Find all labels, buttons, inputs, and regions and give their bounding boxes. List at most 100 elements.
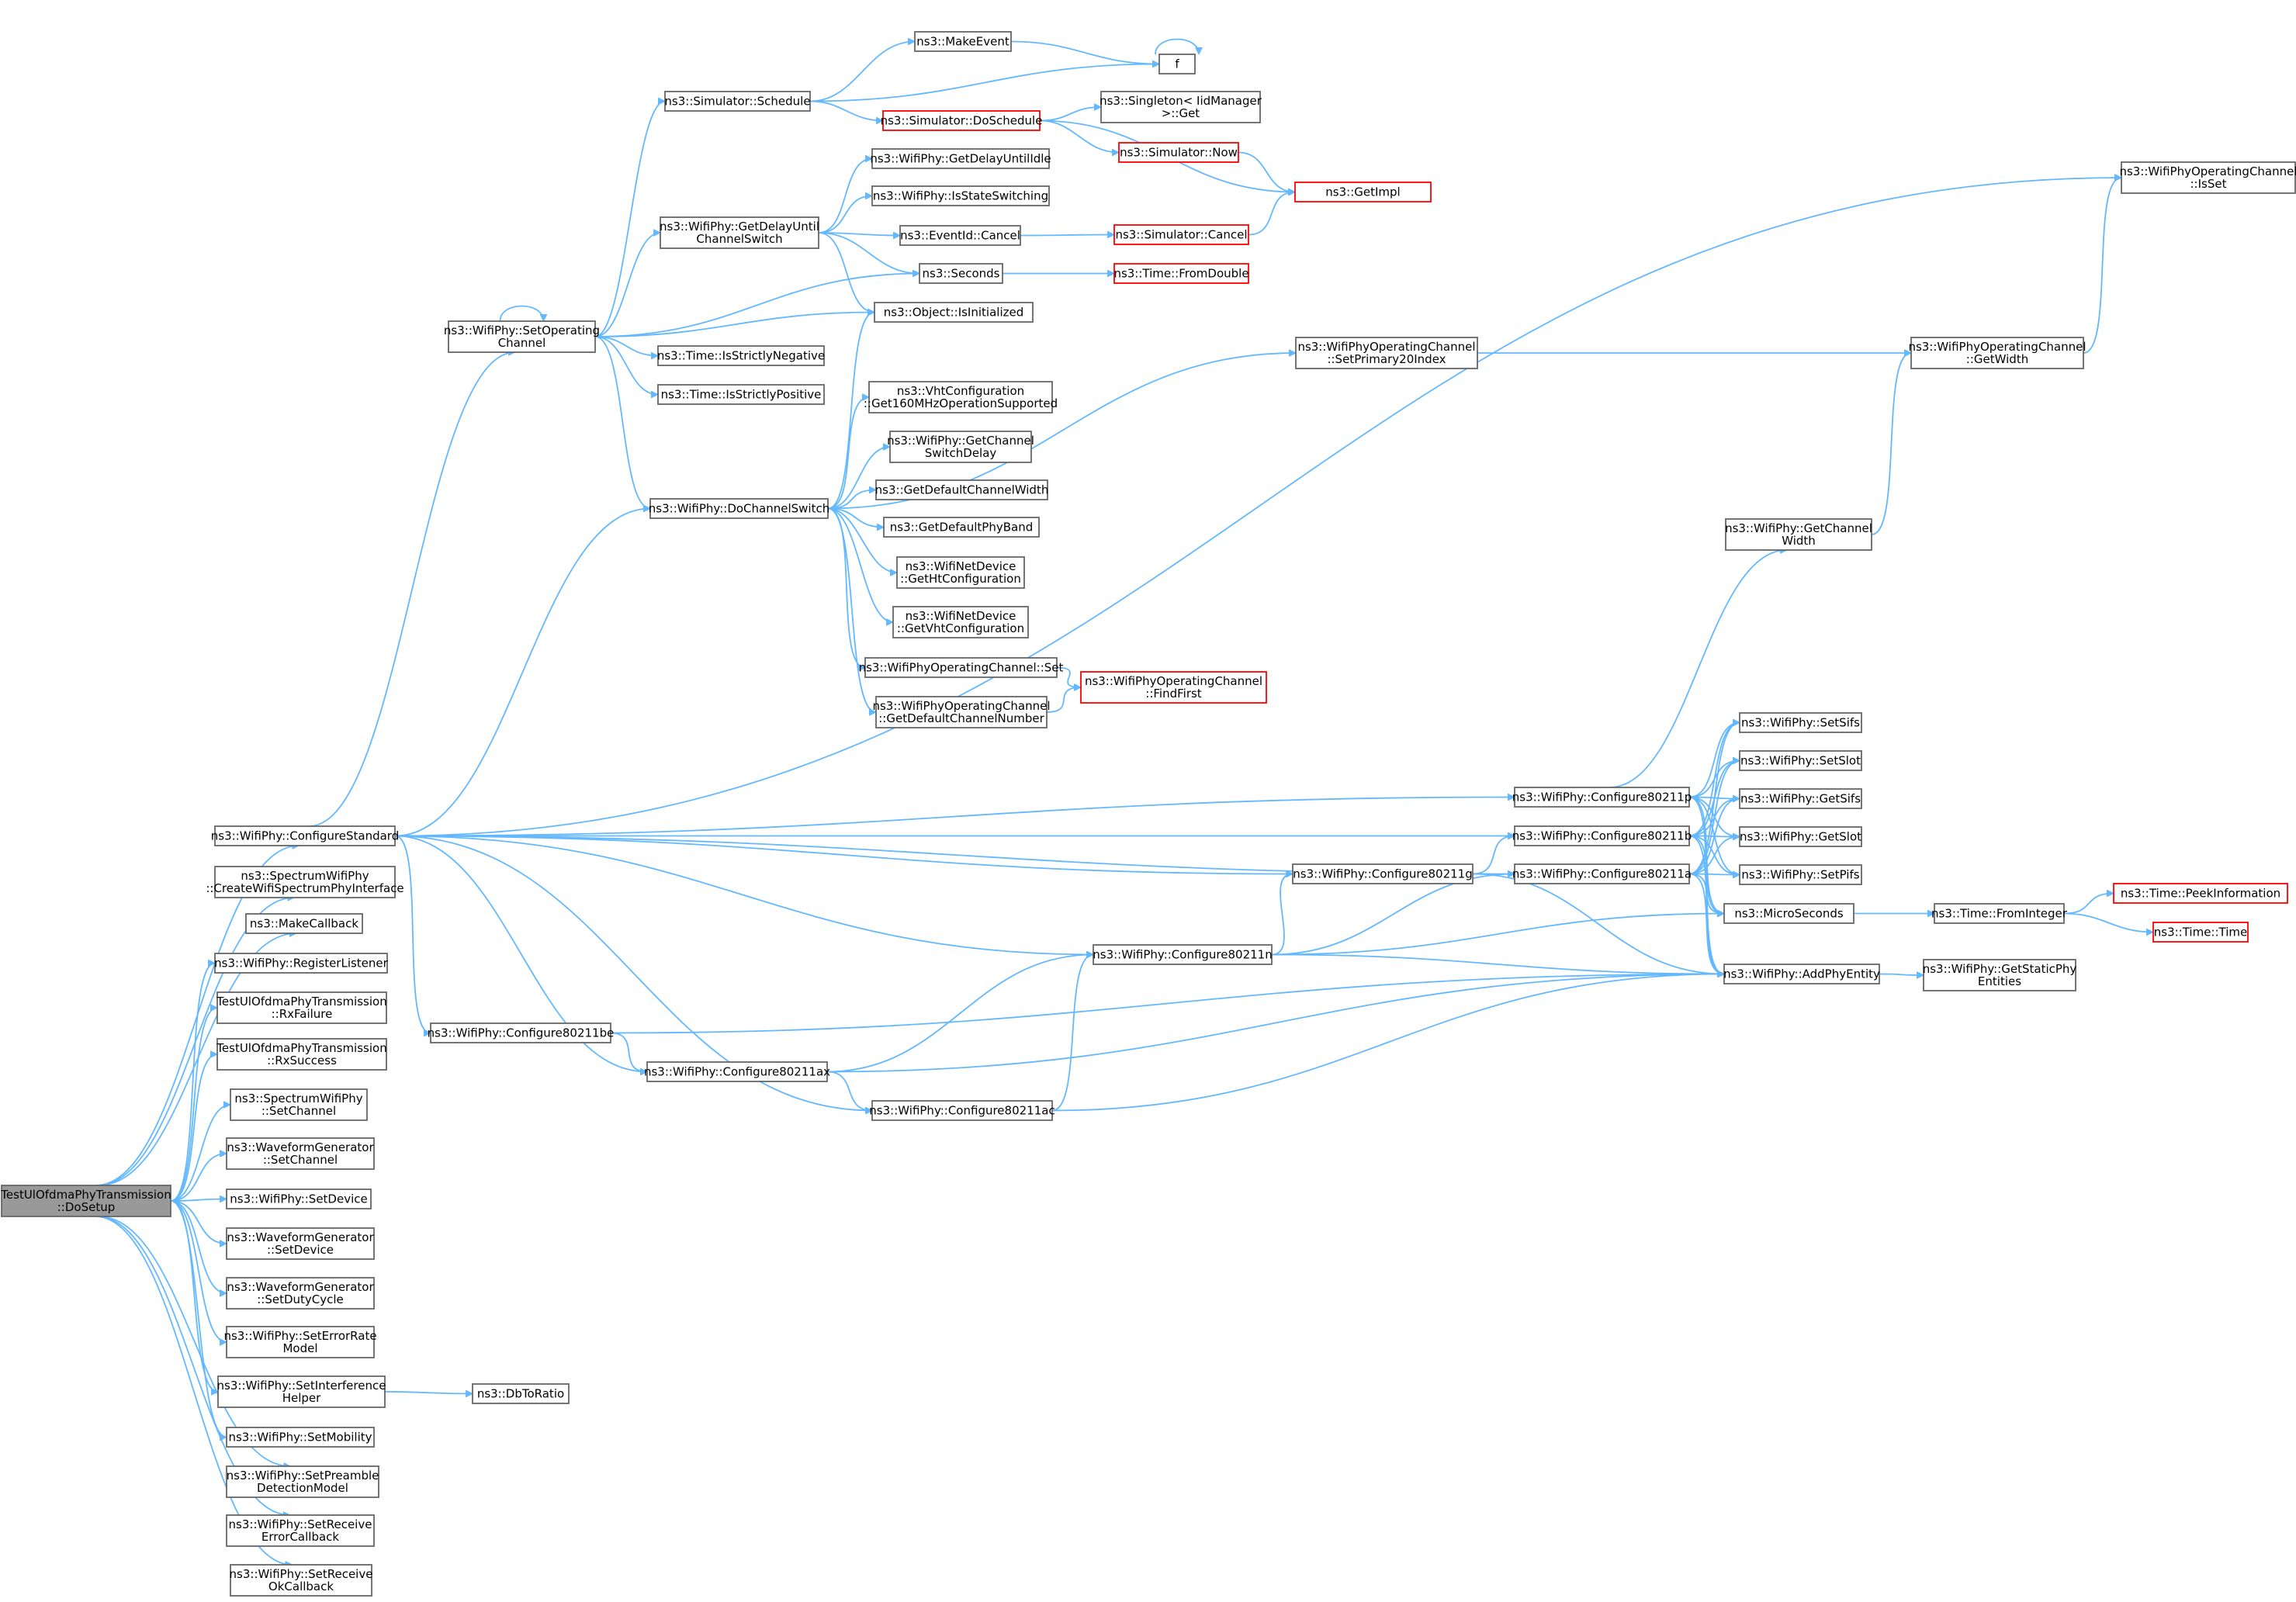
node-isstrictlypositive[interactable]: ns3::Time::IsStrictlyPositive	[657, 384, 825, 405]
edge-dosetup-to-spectrumsetchannel	[170, 1105, 231, 1202]
edge-getdelayuntilchannelswitch-to-isinitialized	[818, 232, 875, 313]
node-simnow[interactable]: ns3::Simulator::Now	[1118, 142, 1239, 163]
node-getdefaultchannelwidth[interactable]: ns3::GetDefaultChannelWidth	[875, 479, 1049, 500]
node-label-line: ChannelSwitch	[696, 232, 782, 246]
node-makeevent[interactable]: ns3::MakeEvent	[914, 31, 1012, 52]
node-dochannelswitch[interactable]: ns3::WifiPhy::DoChannelSwitch	[649, 498, 829, 519]
node-box	[1934, 903, 2065, 924]
node-label-line: ns3::WifiPhy::Configure80211p	[1512, 791, 1692, 804]
node-setslot[interactable]: ns3::WifiPhy::SetSlot	[1739, 750, 1862, 771]
node-box	[657, 384, 825, 405]
node-schedule[interactable]: ns3::Simulator::Schedule	[664, 91, 811, 112]
node-frominteger[interactable]: ns3::Time::FromInteger	[1931, 903, 2068, 924]
node-fromdouble[interactable]: ns3::Time::FromDouble	[1113, 263, 1249, 284]
node-isstrictlynegative[interactable]: ns3::Time::IsStrictlyNegative	[657, 345, 825, 366]
node-eventidcancel[interactable]: ns3::EventId::Cancel	[899, 225, 1021, 246]
node-opisset[interactable]: ns3::WifiPhyOperatingChannel::IsSet	[2119, 161, 2296, 194]
node-gethtconfiguration[interactable]: ns3::WifiNetDevice::GetHtConfiguration	[896, 556, 1025, 589]
node-findfirst[interactable]: ns3::WifiPhyOperatingChannel::FindFirst	[1080, 671, 1267, 704]
node-get160mhz[interactable]: ns3::VhtConfiguration::Get160MHzOperatio…	[864, 381, 1058, 413]
node-dbtoratio[interactable]: ns3::DbToRatio	[472, 1383, 570, 1404]
edge-c80211p-to-addphyentity	[1688, 796, 1725, 974]
node-getvhtconfiguration[interactable]: ns3::WifiNetDevice::GetVhtConfiguration	[892, 606, 1029, 638]
node-c80211ac[interactable]: ns3::WifiPhy::Configure80211ac	[869, 1100, 1055, 1121]
node-setmobility[interactable]: ns3::WifiPhy::SetMobility	[226, 1427, 375, 1448]
node-singletonget[interactable]: ns3::Singleton< IidManager>::Get	[1100, 91, 1262, 123]
node-label-line: ns3::Time::IsStrictlyNegative	[657, 349, 825, 363]
node-createwifispectrum[interactable]: ns3::SpectrumWifiPhy::CreateWifiSpectrum…	[206, 866, 404, 898]
edge-makeevent-to-f	[1010, 40, 1159, 64]
node-box	[864, 657, 1058, 678]
node-c80211ax[interactable]: ns3::WifiPhy::Configure80211ax	[644, 1061, 830, 1082]
node-spectrumsetchannel[interactable]: ns3::SpectrumWifiPhy::SetChannel	[230, 1088, 368, 1121]
node-doschedule[interactable]: ns3::Simulator::DoSchedule	[881, 110, 1043, 131]
edge-dochannelswitch-to-getvhtconfiguration	[827, 507, 894, 623]
node-setsifs[interactable]: ns3::WifiPhy::SetSifs	[1739, 712, 1862, 733]
node-getslot[interactable]: ns3::WifiPhy::GetSlot	[1739, 826, 1862, 847]
node-wfgsetdevice[interactable]: ns3::WaveformGenerator::SetDevice	[226, 1227, 375, 1260]
node-getsifs[interactable]: ns3::WifiPhy::GetSifs	[1739, 788, 1862, 809]
node-microseconds[interactable]: ns3::MicroSeconds	[1723, 903, 1854, 924]
node-box	[1910, 337, 2084, 369]
node-setprimary20[interactable]: ns3::WifiPhyOperatingChannel::SetPrimary…	[1295, 337, 1478, 369]
node-getdelayuntilidle[interactable]: ns3::WifiPhy::GetDelayUntilIdle	[870, 148, 1051, 169]
node-wfgsetchannel[interactable]: ns3::WaveformGenerator::SetChannel	[226, 1137, 375, 1170]
node-rxfailure[interactable]: TestUlOfdmaPhyTransmission::RxFailure	[216, 991, 387, 1024]
node-c80211n[interactable]: ns3::WifiPhy::Configure80211n	[1093, 944, 1273, 965]
node-simcancel[interactable]: ns3::Simulator::Cancel	[1113, 224, 1249, 245]
node-box	[2113, 883, 2288, 904]
node-label-line: ::CreateWifiSpectrumPhyInterface	[206, 881, 403, 895]
node-makecallback[interactable]: ns3::MakeCallback	[245, 913, 363, 934]
node-opgetwidth[interactable]: ns3::WifiPhyOperatingChannel::GetWidth	[1908, 337, 2086, 369]
node-label-line: Model	[282, 1341, 317, 1355]
node-setdevice[interactable]: ns3::WifiPhy::SetDevice	[226, 1189, 372, 1209]
edge-c80211n-to-microseconds	[1271, 914, 1724, 956]
edge-dosetup-to-registerlistener	[170, 964, 216, 1202]
node-c80211g[interactable]: ns3::WifiPhy::Configure80211g	[1292, 863, 1474, 884]
node-isinitialized[interactable]: ns3::Object::IsInitialized	[874, 302, 1034, 323]
node-timetime[interactable]: ns3::Time::Time	[2152, 922, 2249, 943]
node-f[interactable]: f	[1158, 54, 1196, 74]
node-opset[interactable]: ns3::WifiPhyOperatingChannel::Set	[859, 657, 1064, 678]
node-box	[1725, 518, 1872, 551]
node-label-line: ns3::Seconds	[923, 267, 1000, 281]
node-c80211b[interactable]: ns3::WifiPhy::Configure80211b	[1512, 825, 1692, 846]
node-isstateswitching[interactable]: ns3::WifiPhy::IsStateSwitching	[871, 185, 1050, 206]
node-dosetup[interactable]: TestUlOfdmaPhyTransmission::DoSetup	[0, 1185, 171, 1217]
node-box	[1113, 224, 1249, 245]
node-label-line: ns3::WifiPhy::SetMobility	[228, 1431, 372, 1445]
node-getimpl[interactable]: ns3::GetImpl	[1294, 182, 1432, 202]
node-c80211p[interactable]: ns3::WifiPhy::Configure80211p	[1512, 787, 1692, 808]
edge-layer	[95, 40, 2153, 1566]
node-box	[226, 1326, 375, 1358]
edge-c80211ax-to-c80211n	[826, 955, 1093, 1073]
node-c80211be[interactable]: ns3::WifiPhy::Configure80211be	[428, 1022, 615, 1043]
node-getdefaultchannelnumber[interactable]: ns3::WifiPhyOperatingChannel::GetDefault…	[872, 696, 1051, 728]
node-peekinformation[interactable]: ns3::Time::PeekInformation	[2113, 883, 2288, 904]
node-rxsuccess[interactable]: TestUlOfdmaPhyTransmission::RxSuccess	[216, 1038, 387, 1071]
node-addphyentity[interactable]: ns3::WifiPhy::AddPhyEntity	[1723, 964, 1880, 984]
edge-c80211n-to-addphyentity	[1271, 953, 1724, 974]
node-registerlistener[interactable]: ns3::WifiPhy::RegisterListener	[214, 953, 389, 974]
node-configurestandard[interactable]: ns3::WifiPhy::ConfigureStandard	[211, 825, 399, 846]
edge-configurestandard-to-c80211g	[394, 835, 1293, 874]
node-label-line: ns3::WifiPhy::SetDevice	[230, 1192, 367, 1206]
node-getdefaultphyband[interactable]: ns3::GetDefaultPhyBand	[883, 517, 1040, 538]
node-setdutycycle[interactable]: ns3::WaveformGenerator::SetDutyCycle	[226, 1277, 375, 1310]
node-box	[896, 556, 1025, 589]
node-c80211a[interactable]: ns3::WifiPhy::Configure80211a	[1512, 863, 1692, 884]
node-setpifs[interactable]: ns3::WifiPhy::SetPifs	[1739, 864, 1862, 885]
edge-configurestandard-to-dochannelswitch	[394, 509, 650, 837]
node-seconds[interactable]: ns3::Seconds	[919, 263, 1003, 284]
